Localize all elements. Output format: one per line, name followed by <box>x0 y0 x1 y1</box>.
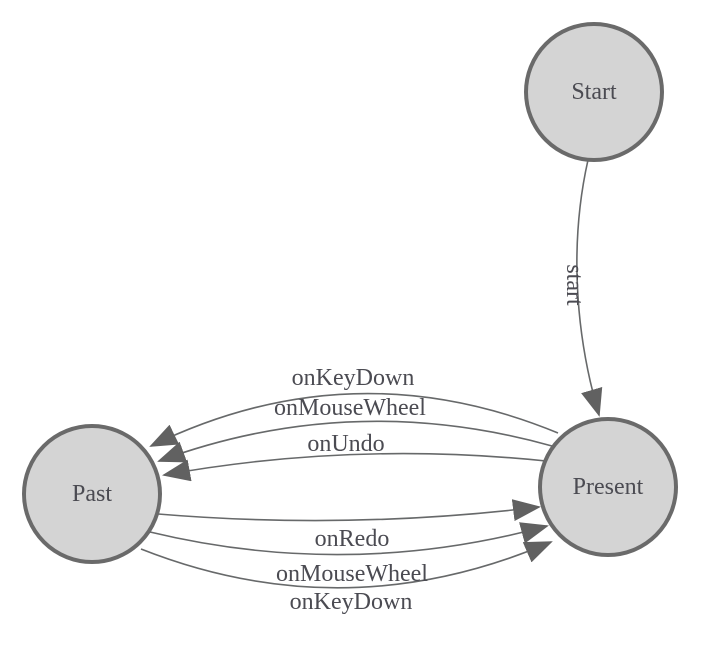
edge-label-onkeydown-bottom: onKeyDown <box>290 589 413 615</box>
edge-start-to-present <box>576 159 603 417</box>
node-present-label: Present <box>573 474 644 500</box>
edge-label-onkeydown-top: onKeyDown <box>292 365 415 391</box>
edge-present-to-past-onundo <box>162 452 547 482</box>
edge-present-to-past-onkeydown <box>149 392 559 447</box>
edge-label-onmousewheel-bottom: onMouseWheel <box>276 561 428 587</box>
node-past-label: Past <box>72 481 112 507</box>
edge-past-to-present-onkeydown <box>140 541 553 589</box>
edge-past-to-present-onmousewheel <box>149 522 549 556</box>
node-start-label: Start <box>571 79 617 105</box>
node-past[interactable] <box>22 424 162 564</box>
node-start[interactable] <box>524 22 664 162</box>
edge-present-to-past-onmousewheel <box>157 420 553 463</box>
edge-past-to-present-onredo <box>157 499 541 522</box>
edge-label-onundo: onUndo <box>307 431 384 457</box>
node-present[interactable] <box>538 417 678 557</box>
edge-label-start: start <box>561 264 587 306</box>
edge-label-onredo: onRedo <box>315 526 390 552</box>
edge-label-onmousewheel-top: onMouseWheel <box>274 395 426 421</box>
